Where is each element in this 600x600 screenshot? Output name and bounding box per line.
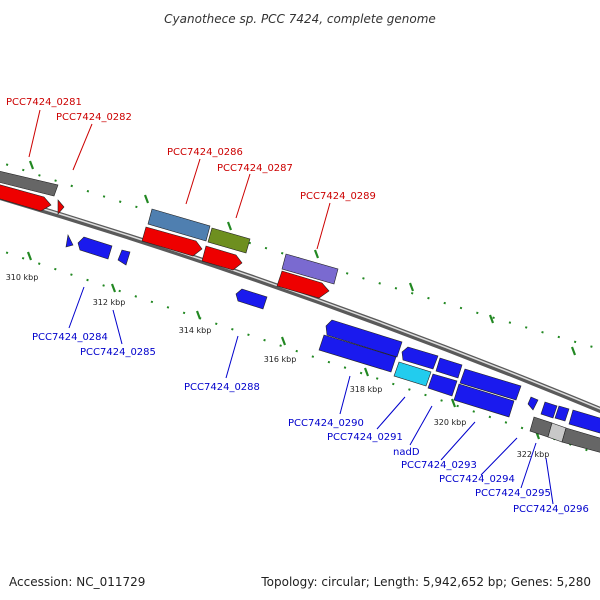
- locus-label[interactable]: PCC7424_0295: [475, 488, 551, 499]
- locus-label[interactable]: PCC7424_0281: [6, 97, 82, 108]
- locus-label[interactable]: PCC7424_0290: [288, 418, 364, 429]
- locus-label[interactable]: nadD: [393, 447, 420, 458]
- gene-0281-b[interactable]: [0, 182, 52, 212]
- locus-label[interactable]: PCC7424_0286: [167, 147, 243, 158]
- gene-0296-b[interactable]: [561, 427, 600, 455]
- tick-label: 322 kbp: [517, 450, 550, 459]
- gene-0293-b[interactable]: [453, 383, 515, 418]
- gene-0296[interactable]: [568, 409, 600, 436]
- gene-0289[interactable]: [281, 253, 339, 285]
- gene-0284[interactable]: [77, 236, 113, 260]
- gene-0283[interactable]: [65, 234, 74, 248]
- map-title: Cyanothece sp. PCC 7424, complete genome: [164, 12, 436, 26]
- tick-label: 320 kbp: [434, 418, 467, 427]
- gene-0289-b[interactable]: [276, 270, 330, 299]
- gene-0293[interactable]: [459, 368, 522, 401]
- gene-0292[interactable]: [427, 373, 458, 397]
- gene-0290[interactable]: [325, 319, 403, 358]
- tick-label: 314 kbp: [179, 326, 212, 335]
- gene-0290-b[interactable]: [318, 334, 397, 373]
- locus-label[interactable]: PCC7424_0294: [439, 474, 515, 485]
- locus-label[interactable]: PCC7424_0282: [56, 112, 132, 123]
- gene-0291-b[interactable]: [435, 357, 463, 379]
- gene-0288[interactable]: [235, 288, 268, 310]
- tick-rails: [0, 161, 600, 456]
- gene-0287-b[interactable]: [201, 245, 243, 271]
- gene-0281[interactable]: [0, 169, 59, 197]
- accession-text: Accession: NC_011729: [9, 575, 145, 589]
- locus-label[interactable]: PCC7424_0284: [32, 332, 108, 343]
- tick-label: 312 kbp: [93, 298, 126, 307]
- locus-label[interactable]: PCC7424_0285: [80, 347, 156, 358]
- gene-0286[interactable]: [147, 208, 211, 242]
- tick-label: 316 kbp: [264, 355, 297, 364]
- backbone: [0, 193, 600, 414]
- locus-label[interactable]: PCC7424_0291: [327, 432, 403, 443]
- topology-text: Topology: circular; Length: 5,942,652 bp…: [260, 575, 591, 589]
- locus-label[interactable]: PCC7424_0293: [401, 460, 477, 471]
- gene-0294[interactable]: [527, 396, 539, 411]
- tick-label: 318 kbp: [350, 385, 383, 394]
- locus-label[interactable]: PCC7424_0296: [513, 504, 589, 515]
- bottom-leaders: [68, 286, 554, 505]
- nadD[interactable]: [393, 361, 432, 387]
- bottom-labels: PCC7424_0284 PCC7424_0285 PCC7424_0288 P…: [32, 332, 589, 515]
- top-labels: PCC7424_0281 PCC7424_0282 PCC7424_0286 P…: [6, 97, 376, 202]
- gene-0282[interactable]: [57, 199, 65, 215]
- gene-0287[interactable]: [207, 227, 251, 254]
- gene-features: [0, 169, 600, 455]
- top-leaders: [28, 109, 331, 250]
- gene-0291[interactable]: [401, 346, 439, 370]
- kbp-ticks: 310 kbp 312 kbp 314 kbp 316 kbp 318 kbp …: [6, 273, 550, 459]
- tick-label: 310 kbp: [6, 273, 39, 282]
- gene-0286-b[interactable]: [141, 226, 203, 257]
- gene-0285[interactable]: [117, 249, 131, 266]
- locus-label[interactable]: PCC7424_0289: [300, 191, 376, 202]
- locus-label[interactable]: PCC7424_0287: [217, 163, 293, 174]
- gene-0295[interactable]: [540, 401, 558, 419]
- locus-label[interactable]: PCC7424_0288: [184, 382, 260, 393]
- gene-0295-b[interactable]: [554, 405, 570, 422]
